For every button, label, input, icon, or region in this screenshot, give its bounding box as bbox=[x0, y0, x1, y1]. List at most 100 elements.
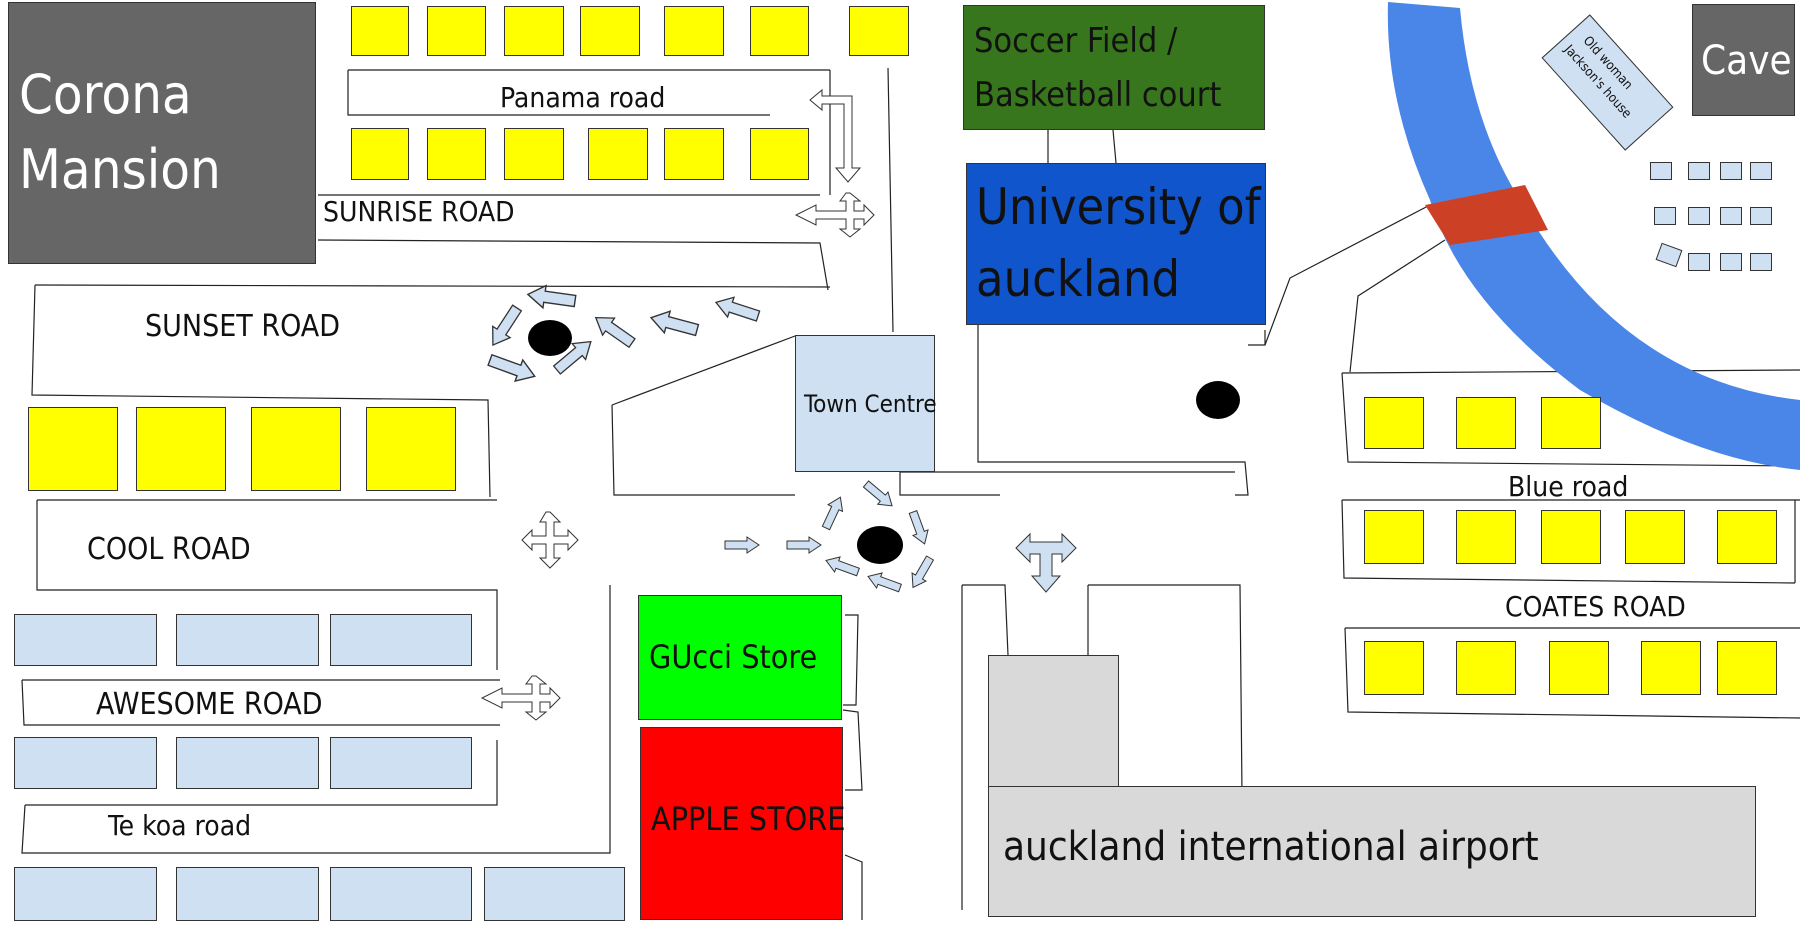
three-way-arrow-icon bbox=[1015, 532, 1077, 593]
soccer-field: Soccer Field / Basketball court bbox=[963, 5, 1265, 130]
arrow-icon bbox=[818, 493, 849, 532]
corona-mansion-label-2: Mansion bbox=[19, 138, 221, 201]
house bbox=[1364, 397, 1424, 449]
house bbox=[366, 407, 456, 491]
house bbox=[1364, 510, 1424, 564]
bridge-icon bbox=[1425, 185, 1548, 245]
cabin bbox=[1750, 162, 1772, 180]
gucci-store: GUcci Store bbox=[638, 595, 842, 720]
airport-terminal bbox=[988, 655, 1119, 787]
arrow-icon bbox=[905, 553, 938, 592]
house bbox=[750, 6, 809, 56]
house bbox=[664, 128, 724, 180]
airport: auckland international airport bbox=[988, 786, 1756, 917]
arrow-icon bbox=[786, 536, 822, 554]
cabin bbox=[1720, 207, 1742, 225]
arrow-icon bbox=[864, 568, 904, 597]
corona-mansion: Corona Mansion bbox=[8, 2, 316, 264]
arrow-icon bbox=[822, 552, 862, 581]
house bbox=[504, 6, 564, 56]
house bbox=[1717, 510, 1777, 564]
airport-label: auckland international airport bbox=[1003, 824, 1539, 870]
cave-label: Cave bbox=[1701, 38, 1792, 84]
arrow-icon bbox=[904, 508, 933, 548]
road-label-panama: Panama road bbox=[500, 81, 666, 114]
road-label-awesome: AWESOME ROAD bbox=[96, 687, 323, 722]
house bbox=[136, 407, 226, 491]
four-way-arrow-icon bbox=[521, 511, 579, 569]
house bbox=[427, 128, 486, 180]
three-way-arrow-icon bbox=[794, 192, 875, 238]
arrow-icon bbox=[485, 348, 540, 388]
cabin bbox=[1720, 253, 1742, 271]
soccer-field-label-2: Basketball court bbox=[974, 75, 1222, 115]
house bbox=[1456, 397, 1516, 449]
cabin bbox=[1750, 207, 1772, 225]
cabin bbox=[1688, 162, 1710, 180]
road-label-blue: Blue road bbox=[1508, 470, 1629, 503]
road-label-sunrise: SUNRISE ROAD bbox=[323, 195, 515, 228]
arrow-icon bbox=[724, 536, 760, 554]
cave: Cave bbox=[1692, 4, 1795, 116]
house bbox=[176, 867, 319, 921]
house bbox=[1641, 641, 1701, 695]
cabin bbox=[1688, 253, 1710, 271]
arrow-icon bbox=[647, 306, 701, 342]
cabin bbox=[1650, 162, 1672, 180]
arrow-icon bbox=[860, 477, 898, 513]
arrow-icon bbox=[712, 291, 762, 327]
cabin bbox=[1750, 253, 1772, 271]
road-label-cool: COOL ROAD bbox=[87, 532, 251, 567]
house bbox=[504, 128, 564, 180]
arrow-icon bbox=[525, 282, 578, 313]
house bbox=[176, 614, 319, 666]
house bbox=[1364, 641, 1424, 695]
roundabout-icon bbox=[857, 526, 903, 564]
university: University of auckland bbox=[966, 163, 1266, 325]
house bbox=[484, 867, 625, 921]
university-label-2: auckland bbox=[976, 250, 1181, 308]
soccer-field-label-1: Soccer Field / bbox=[974, 21, 1178, 61]
road-label-te-koa: Te koa road bbox=[108, 809, 252, 842]
house bbox=[1717, 641, 1777, 695]
house bbox=[588, 128, 648, 180]
roundabout-icon bbox=[1196, 381, 1240, 419]
house bbox=[330, 867, 472, 921]
house bbox=[427, 6, 486, 56]
house bbox=[351, 6, 409, 56]
house bbox=[1549, 641, 1609, 695]
house bbox=[330, 614, 472, 666]
house bbox=[14, 867, 157, 921]
apple-store: APPLE STORE bbox=[640, 727, 846, 920]
road-label-sunset: SUNSET ROAD bbox=[145, 309, 341, 344]
cabin bbox=[1654, 207, 1676, 225]
house bbox=[28, 407, 118, 491]
house bbox=[176, 737, 319, 789]
house bbox=[14, 737, 157, 789]
house bbox=[1456, 510, 1516, 564]
house bbox=[1541, 397, 1601, 449]
cabin bbox=[1720, 162, 1742, 180]
town-centre-label: Town Centre bbox=[804, 390, 937, 418]
town-centre: Town Centre bbox=[795, 335, 937, 472]
house bbox=[580, 6, 640, 56]
gucci-store-label: GUcci Store bbox=[649, 638, 818, 676]
arrow-icon bbox=[483, 301, 527, 352]
house bbox=[1625, 510, 1685, 564]
arrow-icon bbox=[809, 88, 862, 183]
cabin bbox=[1688, 207, 1710, 225]
house bbox=[750, 128, 809, 180]
house bbox=[251, 407, 341, 491]
house bbox=[849, 6, 909, 56]
apple-store-label: APPLE STORE bbox=[651, 800, 846, 838]
three-way-arrow-icon bbox=[480, 675, 561, 721]
arrow-icon bbox=[589, 308, 639, 353]
house bbox=[330, 737, 472, 789]
university-label-1: University of bbox=[976, 178, 1261, 236]
corona-mansion-label-1: Corona bbox=[19, 63, 192, 126]
house bbox=[1541, 510, 1601, 564]
house bbox=[14, 614, 157, 666]
